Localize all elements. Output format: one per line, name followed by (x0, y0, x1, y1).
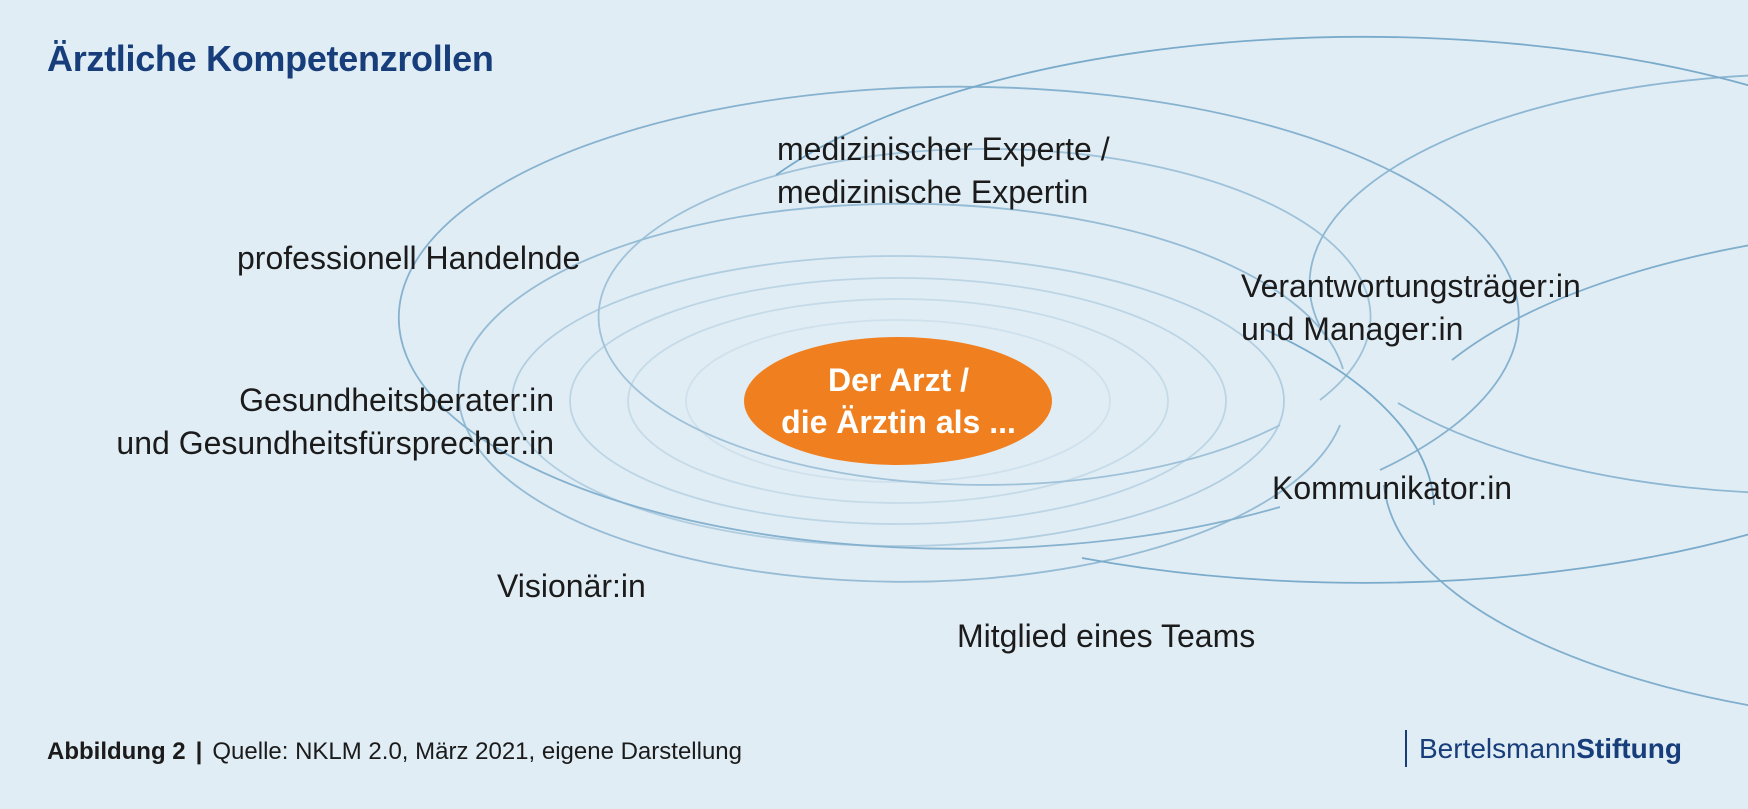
role-professional-label: professionell Handelnde (237, 240, 581, 276)
brand-logo-part-1: Bertelsmann (1419, 733, 1577, 764)
role-manager-line-2: und Manager:in (1241, 311, 1464, 347)
role-manager-line-1: Verantwortungsträger:in (1241, 268, 1581, 304)
role-health-advocate-line-1: Gesundheitsberater:in (239, 382, 554, 418)
ring-visionary (457, 202, 1344, 583)
ring-inner-4 (511, 255, 1285, 547)
ring-professional (1383, 244, 1748, 706)
role-communicator: Kommunikator:in (1272, 467, 1512, 510)
ring-health (397, 85, 1520, 550)
role-visionary: Visionär:in (497, 565, 646, 608)
role-team-member: Mitglied eines Teams (957, 615, 1255, 658)
center-label: Der Arzt / die Ärztin als ... (745, 338, 1052, 464)
role-medical-expert-line-2: medizinische Expertin (777, 174, 1089, 210)
center-line-2: die Ärztin als ... (781, 404, 1016, 440)
figure-source: Quelle: NKLM 2.0, März 2021, eigene Dars… (212, 738, 742, 765)
ring-inner-1 (685, 319, 1111, 483)
ring-inner-2 (627, 298, 1169, 504)
page-title: Ärztliche Kompetenzrollen (47, 38, 494, 79)
brand-logo: BertelsmannStiftung (1405, 730, 1682, 767)
ring-outer-manager (1265, 329, 1435, 506)
role-visionary-label: Visionär:in (497, 568, 646, 604)
center-ellipse (744, 337, 1052, 465)
ring-manager (1308, 74, 1748, 494)
brand-logo-part-2: Stiftung (1576, 733, 1682, 764)
figure-number: Abbildung 2 (47, 738, 186, 765)
role-team-member-label: Mitglied eines Teams (957, 618, 1256, 654)
role-communicator-label: Kommunikator:in (1272, 470, 1513, 506)
role-medical-expert: medizinischer Experte / medizinische Exp… (777, 128, 1110, 214)
role-health-advocate-line-2: und Gesundheitsfürsprecher:in (116, 425, 554, 461)
ring-communicator (597, 148, 1372, 486)
role-health-advocate: Gesundheitsberater:in und Gesundheitsfür… (116, 379, 554, 465)
figure-caption: Abbildung 2 | Quelle: NKLM 2.0, März 2021,… (47, 738, 742, 766)
role-professional: professionell Handelnde (237, 237, 580, 280)
role-medical-expert-line-1: medizinischer Experte / (777, 131, 1110, 167)
role-manager: Verantwortungsträger:in und Manager:in (1241, 265, 1581, 351)
ring-team-expert (775, 35, 1748, 584)
caption-separator: | (195, 738, 203, 765)
center-line-1: Der Arzt / (827, 362, 970, 398)
ring-inner-3 (569, 277, 1227, 525)
